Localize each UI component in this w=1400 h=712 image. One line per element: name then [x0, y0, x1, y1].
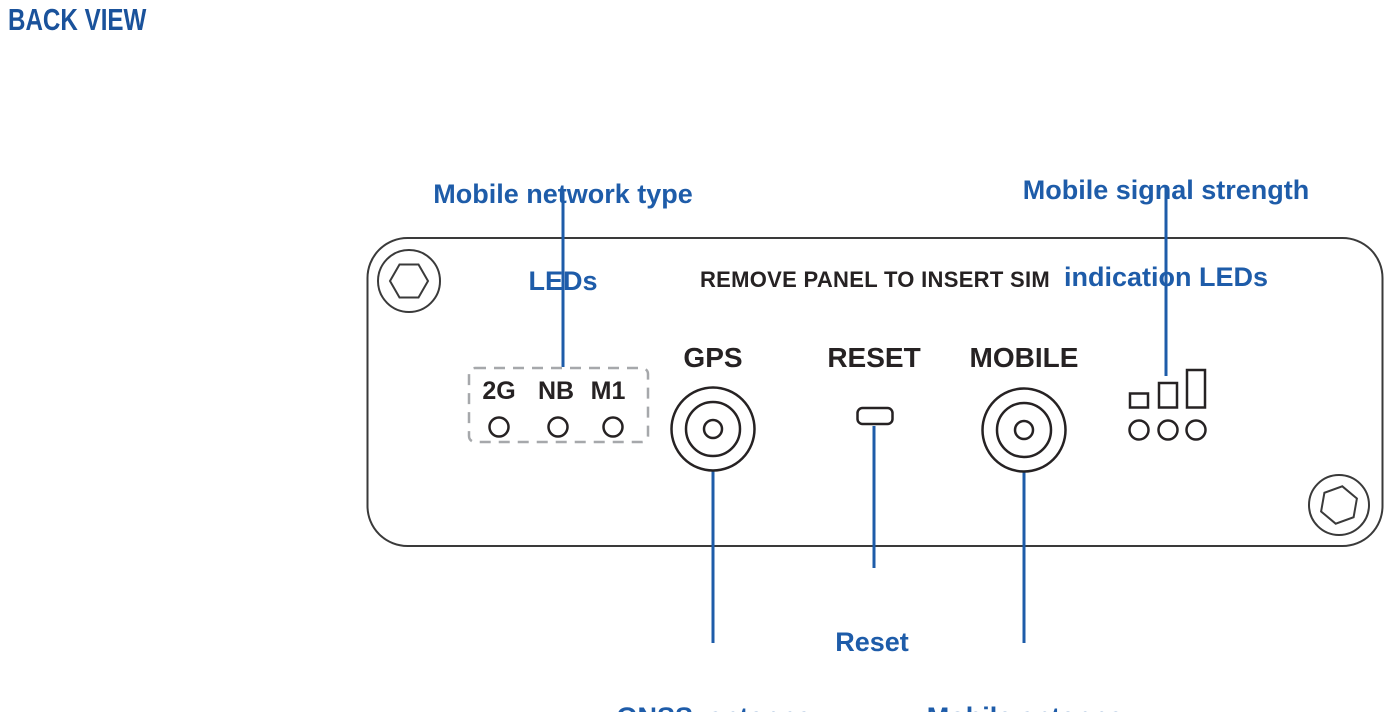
- sim-notice-label: REMOVE PANEL TO INSERT SIM: [699, 267, 1051, 292]
- signal-led-3-indicator: [1185, 419, 1207, 441]
- reset-button-hole: [856, 406, 894, 426]
- mobile-antenna-connector: [981, 387, 1067, 473]
- led-label-m1: M1: [590, 377, 626, 405]
- led-m1-indicator: [602, 416, 624, 438]
- signal-bar-small: [1128, 392, 1150, 409]
- callout-mobile-antenna-connector: Mobile antenna connector: [927, 645, 1124, 712]
- callout-line: indication LEDs: [1063, 262, 1269, 292]
- callout-gnss-antenna-connector: GNSS antenna connector: [616, 645, 811, 712]
- callout-signal-strength-leds: Mobile signal strength indication LEDs: [1023, 118, 1310, 350]
- callout-line: Mobile antenna: [927, 703, 1124, 712]
- gnss-antenna-connector: [670, 386, 756, 472]
- reset-port-label: RESET: [827, 342, 921, 373]
- callout-network-type-leds: Mobile network type LEDs: [433, 122, 693, 354]
- led-label-nb: NB: [537, 377, 575, 405]
- mobile-port-label: MOBILE: [969, 342, 1079, 373]
- gps-port-label: GPS: [683, 342, 743, 373]
- signal-bar-medium: [1157, 381, 1179, 409]
- callout-line: GNSS antenna: [616, 703, 811, 712]
- led-label-2g: 2G: [482, 377, 516, 405]
- network-led-box: [467, 366, 650, 444]
- signal-strength-bars: [1128, 368, 1207, 409]
- callout-line: Reset: [835, 627, 909, 657]
- signal-led-2-indicator: [1157, 419, 1179, 441]
- screw-bottom-right-icon: [1308, 474, 1370, 536]
- led-2g-indicator: [488, 416, 510, 438]
- led-nb-indicator: [547, 416, 569, 438]
- callout-line: LEDs: [528, 266, 598, 296]
- callout-line: Mobile network type: [433, 179, 693, 209]
- page-title: BACK VIEW: [8, 2, 147, 37]
- signal-led-1-indicator: [1128, 419, 1150, 441]
- signal-bar-large: [1185, 368, 1207, 409]
- callout-line: Mobile signal strength: [1022, 175, 1310, 205]
- screw-top-left-icon: [377, 249, 441, 313]
- callout-reset-button: Reset button: [830, 570, 914, 712]
